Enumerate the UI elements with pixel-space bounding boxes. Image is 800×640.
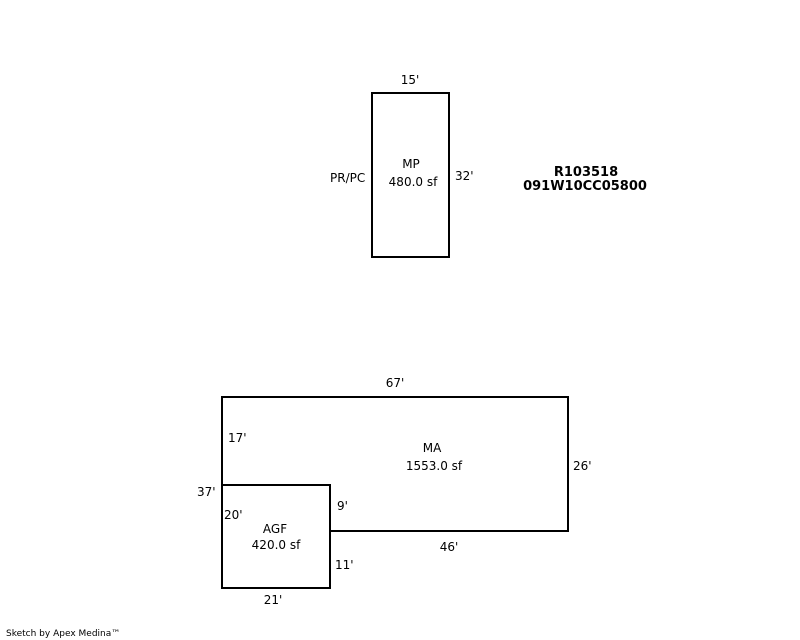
agf-left-dimension: 20'	[224, 508, 243, 522]
ma-left-upper-dimension: 17'	[228, 431, 247, 445]
mp-outline	[371, 92, 450, 258]
ma-step-dimension: 9'	[337, 499, 348, 513]
agf-bottom-dimension: 21'	[263, 593, 283, 607]
sketch-credit: Sketch by Apex Medina™	[6, 629, 121, 639]
parcel-map-number: 091W10CC05800	[523, 179, 647, 194]
ma-top-dimension: 67'	[385, 376, 405, 390]
agf-area: 420.0 sf	[251, 538, 301, 552]
ma-code: MA	[422, 441, 442, 455]
ma-left-total-dimension: 37'	[197, 485, 216, 499]
ma-area: 1553.0 sf	[405, 459, 463, 473]
agf-outline	[221, 484, 331, 589]
ma-outline	[221, 396, 569, 532]
agf-code: AGF	[262, 522, 288, 536]
mp-area: 480.0 sf	[388, 175, 438, 189]
mp-right-dimension: 32'	[455, 169, 474, 183]
mp-code: MP	[402, 157, 420, 171]
ma-bottom-dimension: 46'	[439, 540, 459, 554]
mp-left-label: PR/PC	[330, 171, 366, 185]
mp-top-dimension: 15'	[400, 73, 420, 87]
parcel-id: R103518	[553, 165, 619, 180]
agf-right-dimension: 11'	[335, 558, 354, 572]
ma-right-dimension: 26'	[573, 459, 592, 473]
